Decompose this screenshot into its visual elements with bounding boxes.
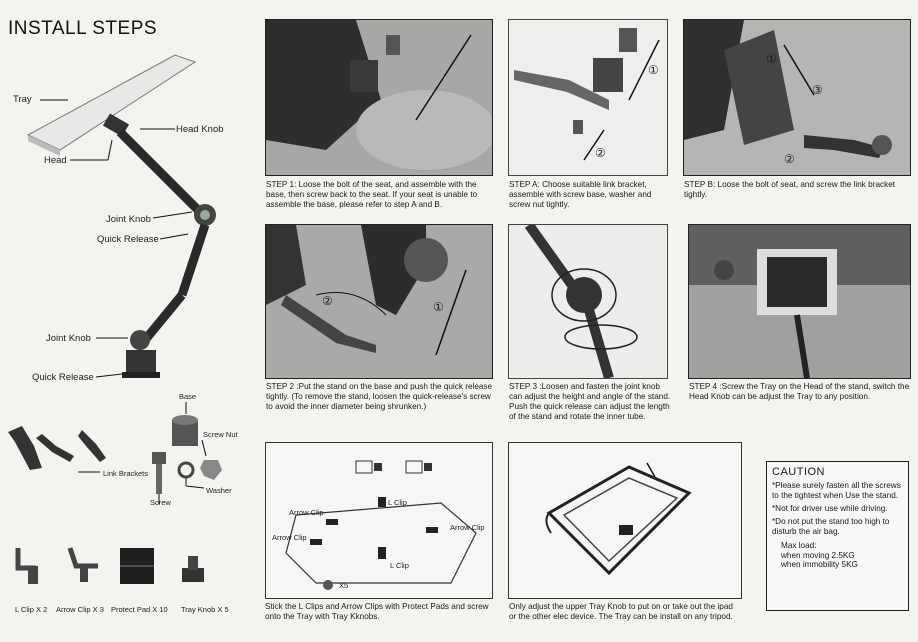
caution-height: *Do not put the stand too high to distur… [772, 517, 890, 536]
tray-clips-diagram: L Clip Arrow Clip Arrow Clip Arrow Clip … [265, 442, 493, 599]
stand-diagram [26, 54, 216, 378]
caution-driver: *Not for driver use while driving. [772, 504, 888, 513]
clips-caption: Stick the L Clips and Arrow Clips with P… [265, 602, 489, 621]
step3-photo [508, 224, 668, 379]
marker-a2: ② [595, 146, 606, 160]
stepB-photo: ① ③ ② [683, 19, 911, 176]
marker-s2-2: ② [322, 294, 333, 308]
step4-caption: STEP 4 :Screw the Tray on the Head of th… [689, 382, 910, 401]
label-arrow-clip-right: Arrow Clip [450, 523, 485, 532]
caution-immobility: when immobility 5KG [781, 560, 858, 569]
step2-photo: ① ② [265, 224, 493, 379]
parts-illustration [8, 402, 222, 584]
stepB-caption: STEP B: Loose the bolt of seat, and scre… [684, 180, 896, 199]
label-protect-pad: Protect Pad X 10 [111, 605, 168, 614]
label-joint-knob-1: Joint Knob [106, 214, 151, 225]
caution-box: CAUTION *Please surely fasten all the sc… [766, 461, 909, 611]
label-head: Head [44, 155, 67, 166]
step2-caption: STEP 2 :Put the stand on the base and pu… [266, 382, 493, 411]
tray-ipad-diagram [508, 442, 742, 599]
step4-photo [688, 224, 911, 379]
label-screw-nut: Screw Nut [203, 430, 238, 439]
step1-photo [265, 19, 493, 176]
caution-moving: when moving 2.5KG [781, 550, 855, 560]
label-head-knob: Head Knob [176, 124, 224, 135]
tray-knob-caption: Only adjust the upper Tray Knob to put o… [509, 602, 733, 621]
stepA-photo: ① ② [508, 19, 668, 176]
label-quick-release-2: Quick Release [32, 372, 94, 383]
label-screw: Screw [150, 498, 171, 507]
label-x5: X5 [339, 581, 349, 590]
caution-fasten: *Please surely fasten all the screws to … [772, 481, 901, 500]
caution-heading: CAUTION [772, 466, 825, 478]
label-l-clip-top: L Clip [388, 498, 407, 507]
label-tray-knob: Tray Knob X 5 [181, 605, 229, 614]
label-l-clip-bottom: L Clip [390, 561, 409, 570]
label-arrow-clip-left-top: Arrow Clip [289, 508, 324, 517]
step3-caption: STEP 3 :Loosen and fasten the joint knob… [509, 382, 671, 421]
label-arrow-clip-left-bottom: Arrow Clip [272, 533, 307, 542]
label-l-clip: L Clip X 2 [15, 605, 48, 614]
page-title: INSTALL STEPS [8, 18, 158, 39]
label-link-brackets: Link Brackets [103, 469, 149, 478]
marker-b1: ① [766, 52, 777, 66]
stepA-caption: STEP A: Choose suitable link bracket, as… [509, 180, 652, 209]
label-base: Base [179, 392, 197, 401]
label-tray: Tray [13, 94, 32, 105]
label-arrow-clip: Arrow Clip X 3 [56, 605, 104, 614]
label-washer: Washer [206, 486, 232, 495]
caution-max-load: Max load: [781, 541, 817, 550]
marker-b2: ② [784, 152, 795, 166]
label-quick-release-1: Quick Release [97, 234, 159, 245]
marker-b3: ③ [812, 83, 823, 97]
label-joint-knob-2: Joint Knob [46, 333, 91, 344]
step1-caption: STEP 1: Loose the bolt of the seat, and … [266, 180, 478, 209]
marker-s2-1: ① [433, 300, 444, 314]
marker-a1: ① [648, 63, 659, 77]
